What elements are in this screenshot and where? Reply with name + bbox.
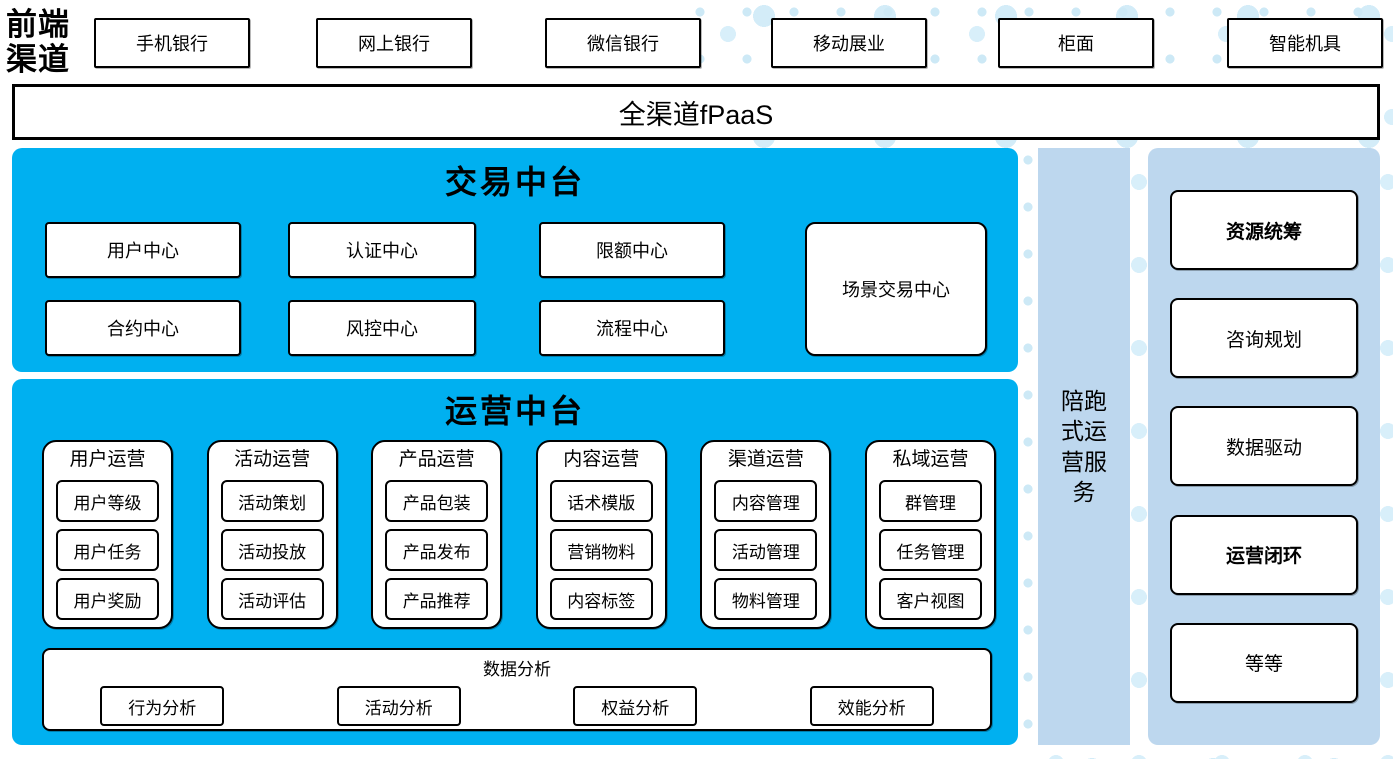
- op-item: 用户等级: [56, 480, 159, 522]
- service-items-panel: 资源统筹 咨询规划 数据驱动 运营闭环 等等: [1148, 148, 1380, 745]
- column-user-operation: 用户运营 用户等级 用户任务 用户奖励: [42, 440, 173, 629]
- column-title: 渠道运营: [727, 449, 804, 470]
- data-analysis-title: 数据分析: [483, 660, 551, 679]
- column-activity-operation: 活动运营 活动策划 活动投放 活动评估: [206, 440, 338, 629]
- operation-platform-section: 运营中台 用户运营 用户等级 用户任务 用户奖励 活动运营 活动策划 活动投放 …: [12, 379, 1018, 745]
- analysis-behavior: 行为分析: [100, 686, 225, 726]
- column-title: 活动运营: [234, 449, 311, 470]
- column-channel-operation: 渠道运营 内容管理 活动管理 物料管理: [700, 440, 832, 629]
- channel-counter: 柜面: [998, 18, 1154, 68]
- column-product-operation: 产品运营 产品包装 产品发布 产品推荐: [371, 440, 503, 629]
- op-item: 客户视图: [878, 578, 982, 620]
- op-item: 群管理: [878, 480, 982, 522]
- column-content-operation: 内容运营 话术模版 营销物料 内容标签: [535, 440, 667, 629]
- operation-platform-title: 运营中台: [444, 393, 585, 429]
- column-title: 内容运营: [563, 449, 640, 470]
- column-title: 产品运营: [398, 449, 475, 470]
- op-item: 话术模版: [549, 480, 653, 522]
- op-item: 用户任务: [56, 529, 159, 571]
- accompany-service-bar: 陪跑式运营服务: [1038, 148, 1130, 745]
- service-etc: 等等: [1170, 622, 1358, 703]
- fpaas-bar: 全渠道fPaaS: [12, 84, 1380, 140]
- op-item: 活动策划: [220, 480, 324, 522]
- service-resource-planning: 资源统筹: [1170, 190, 1358, 271]
- channel-online-banking: 网上银行: [316, 18, 472, 68]
- center-limit: 限额中心: [539, 222, 725, 278]
- column-title: 用户运营: [69, 449, 146, 470]
- op-item: 活动投放: [220, 529, 324, 571]
- operation-columns: 用户运营 用户等级 用户任务 用户奖励 活动运营 活动策划 活动投放 活动评估 …: [42, 440, 996, 629]
- center-user: 用户中心: [45, 222, 241, 278]
- center-process: 流程中心: [539, 300, 725, 356]
- service-operation-loop: 运营闭环: [1170, 514, 1358, 595]
- op-item: 内容管理: [714, 480, 818, 522]
- op-item: 活动管理: [714, 529, 818, 571]
- analysis-rights: 权益分析: [573, 686, 698, 726]
- analysis-efficiency: 效能分析: [809, 686, 934, 726]
- op-item: 活动评估: [220, 578, 324, 620]
- service-data-driven: 数据驱动: [1170, 406, 1358, 487]
- channel-smart-devices: 智能机具: [1227, 18, 1383, 68]
- frontend-channels-label: 前端渠道: [6, 7, 70, 77]
- center-auth: 认证中心: [288, 222, 476, 278]
- op-item: 物料管理: [714, 578, 818, 620]
- trade-platform-title: 交易中台: [444, 164, 585, 200]
- op-item: 产品包装: [385, 480, 489, 522]
- op-item: 内容标签: [549, 578, 653, 620]
- accompany-service-label: 陪跑式运营服务: [1061, 387, 1107, 505]
- channel-mobile-sales: 移动展业: [771, 18, 927, 68]
- op-item: 产品推荐: [385, 578, 489, 620]
- column-private-domain-operation: 私域运营 群管理 任务管理 客户视图: [864, 440, 996, 629]
- data-analysis-items: 行为分析 活动分析 权益分析 效能分析: [44, 686, 990, 726]
- op-item: 用户奖励: [56, 578, 159, 620]
- op-item: 任务管理: [878, 529, 982, 571]
- data-analysis-band: 数据分析 行为分析 活动分析 权益分析 效能分析: [42, 648, 992, 731]
- center-risk: 风控中心: [288, 300, 476, 356]
- channel-mobile-banking: 手机银行: [94, 18, 250, 68]
- op-item: 营销物料: [549, 529, 653, 571]
- service-consulting: 咨询规划: [1170, 298, 1358, 379]
- column-title: 私域运营: [892, 449, 969, 470]
- analysis-activity: 活动分析: [336, 686, 461, 726]
- center-contract: 合约中心: [45, 300, 241, 356]
- trade-platform-section: 交易中台 用户中心 认证中心 限额中心 合约中心 风控中心 流程中心 场景交易中…: [12, 148, 1018, 372]
- op-item: 产品发布: [385, 529, 489, 571]
- channel-wechat-banking: 微信银行: [545, 18, 701, 68]
- center-scene-trade: 场景交易中心: [805, 222, 987, 356]
